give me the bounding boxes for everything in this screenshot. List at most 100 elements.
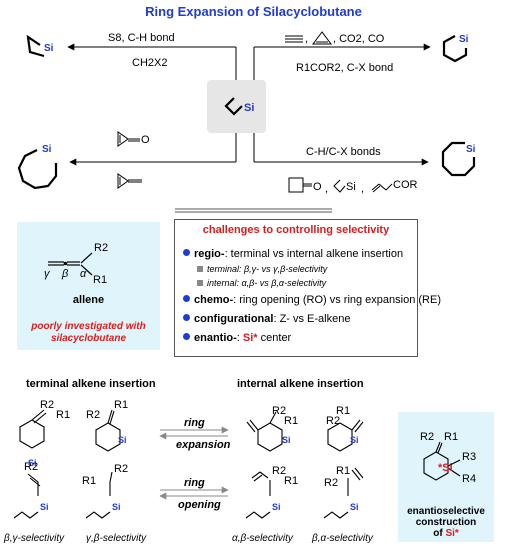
ring-expansion-label-2: expansion [176,439,231,451]
svg-text:R1: R1 [114,399,128,411]
challenge-enantio: enantio-: Si* center [183,332,291,344]
svg-text:R4: R4 [462,473,476,485]
bullet-icon [183,314,190,321]
terminal-ro-gb [85,471,113,519]
svg-text:R1: R1 [284,475,298,487]
reagent-ch-cx: C-H/C-X bonds [306,146,381,158]
svg-text:R1: R1 [284,415,298,427]
bullet-icon [183,333,190,340]
terminal-re-gb [95,409,121,452]
terminal-re-bg [19,409,47,449]
svg-text:R2: R2 [324,477,338,489]
svg-text:Si: Si [282,435,291,445]
svg-text:R2: R2 [326,415,340,427]
silacyclobutane-small-icon [333,179,346,193]
svg-text:R1: R1 [56,409,70,421]
svg-text:R1: R1 [444,431,458,443]
allene-label: allene [72,294,105,306]
allene-gamma: γ [44,268,51,280]
challenge-regio-terminal: terminal: β,γ- vs γ,β-selectivity [197,264,327,274]
bullet-icon [183,249,190,256]
allene-r2: R2 [94,242,108,254]
silacyclobutane-tile [207,80,266,133]
silinane-si-label: Si [459,34,469,45]
svg-text:Si: Si [28,458,37,468]
bottom-structure-labels: R2 R1 Si R2 R1 Si R2 R1 Si R2 R1 Si R2 S… [24,399,359,512]
ring-expansion-arrows [159,426,229,440]
allene-note: poorly investigated with silacyclobutane [31,321,146,344]
enone-icon [371,183,393,193]
allene-r1: R1 [93,274,107,286]
internal-ro-ba [323,467,364,519]
ring-opening-arrows [159,486,229,500]
enone-cor: COR [393,179,418,191]
reagent-s8: S8, C-H bond [108,32,175,44]
silocane-si-label: Si [466,144,476,155]
reagent-ch2x2: CH2X2 [132,57,167,69]
svg-text:R1: R1 [336,465,350,477]
enantio-panel [398,412,494,542]
svg-text:R2: R2 [40,399,54,411]
cyclopropenone-o: O [141,134,150,146]
comma-1: , [305,33,308,45]
svg-text:R1: R1 [82,475,96,487]
challenge-regio: regio-: terminal vs internal alkene inse… [183,248,403,260]
svg-text:R2: R2 [86,409,100,421]
cyclopropene-icon [312,31,332,45]
svg-text:Si: Si [112,502,121,512]
challenges-box: challenges to controlling selectivity re… [174,219,441,357]
cyclopropenone-icon [117,131,140,147]
reaction-lines [67,43,431,166]
chiral-silinane [423,441,461,481]
svg-text:*Si: *Si [438,462,453,474]
silepane-product [17,149,58,190]
svg-text:R1: R1 [336,405,350,417]
silacyclobutane-center [224,97,243,116]
comma-3: , [361,183,364,195]
silepane-si-label: Si [42,144,52,155]
label-bg-selectivity: β,γ-selectivity [4,533,65,544]
methylenecyclopropene-icon [117,173,142,189]
enantio-labels: R2 R1 R3 R4 *Si [420,431,476,485]
svg-text:R2: R2 [272,405,286,417]
label-ba-selectivity: β,α-selectivity [312,533,373,544]
ring-opening-label-2: opening [178,499,221,511]
silocane-product [441,141,476,177]
svg-text:R2: R2 [114,463,128,475]
internal-re-ba [327,419,364,452]
svg-text:Si: Si [272,502,281,512]
silolane-product [26,34,45,58]
center-si-label: Si [244,102,254,114]
terminal-section-title: terminal alkene insertion [26,378,156,390]
divider-line [175,208,332,213]
ring-opening-label-1: ring [184,477,205,489]
svg-text:R2: R2 [420,431,434,443]
challenge-regio-internal: internal: α,β- vs β,α-selectivity [197,278,326,288]
internal-re-ab [246,411,283,452]
bullet-icon [183,295,190,302]
cyclobutanone-o: O [313,181,322,193]
svg-text:Si: Si [350,502,359,512]
label-gb-selectivity: γ,β-selectivity [86,533,147,544]
silinane-product [442,35,468,63]
cyclobutanone-icon [288,177,312,193]
allene-beta: β [61,268,69,280]
svg-text:Si: Si [40,502,49,512]
label-ab-selectivity: α,β-selectivity [232,533,293,544]
scheme-title: Ring Expansion of Silacyclobutane [145,4,362,19]
challenge-chemo: chemo-: ring opening (RO) vs ring expans… [183,294,441,306]
terminal-ro-bg [13,473,41,519]
internal-ro-ab [245,471,271,519]
silolane-si-label: Si [44,43,54,54]
alkyne-icon [285,35,303,43]
square-bullet-icon [197,280,203,286]
internal-section-title: internal alkene insertion [237,378,364,390]
reagent-co2-co: , CO2, CO [333,33,385,45]
svg-text:R2: R2 [272,465,286,477]
enantio-caption: enantioselective construction of Si* [407,506,485,539]
reagent-ketone-cx: R1COR2, C-X bond [296,62,393,74]
allene-panel [17,222,160,350]
ring-expansion-label-1: ring [184,417,205,429]
square-bullet-icon [197,266,203,272]
